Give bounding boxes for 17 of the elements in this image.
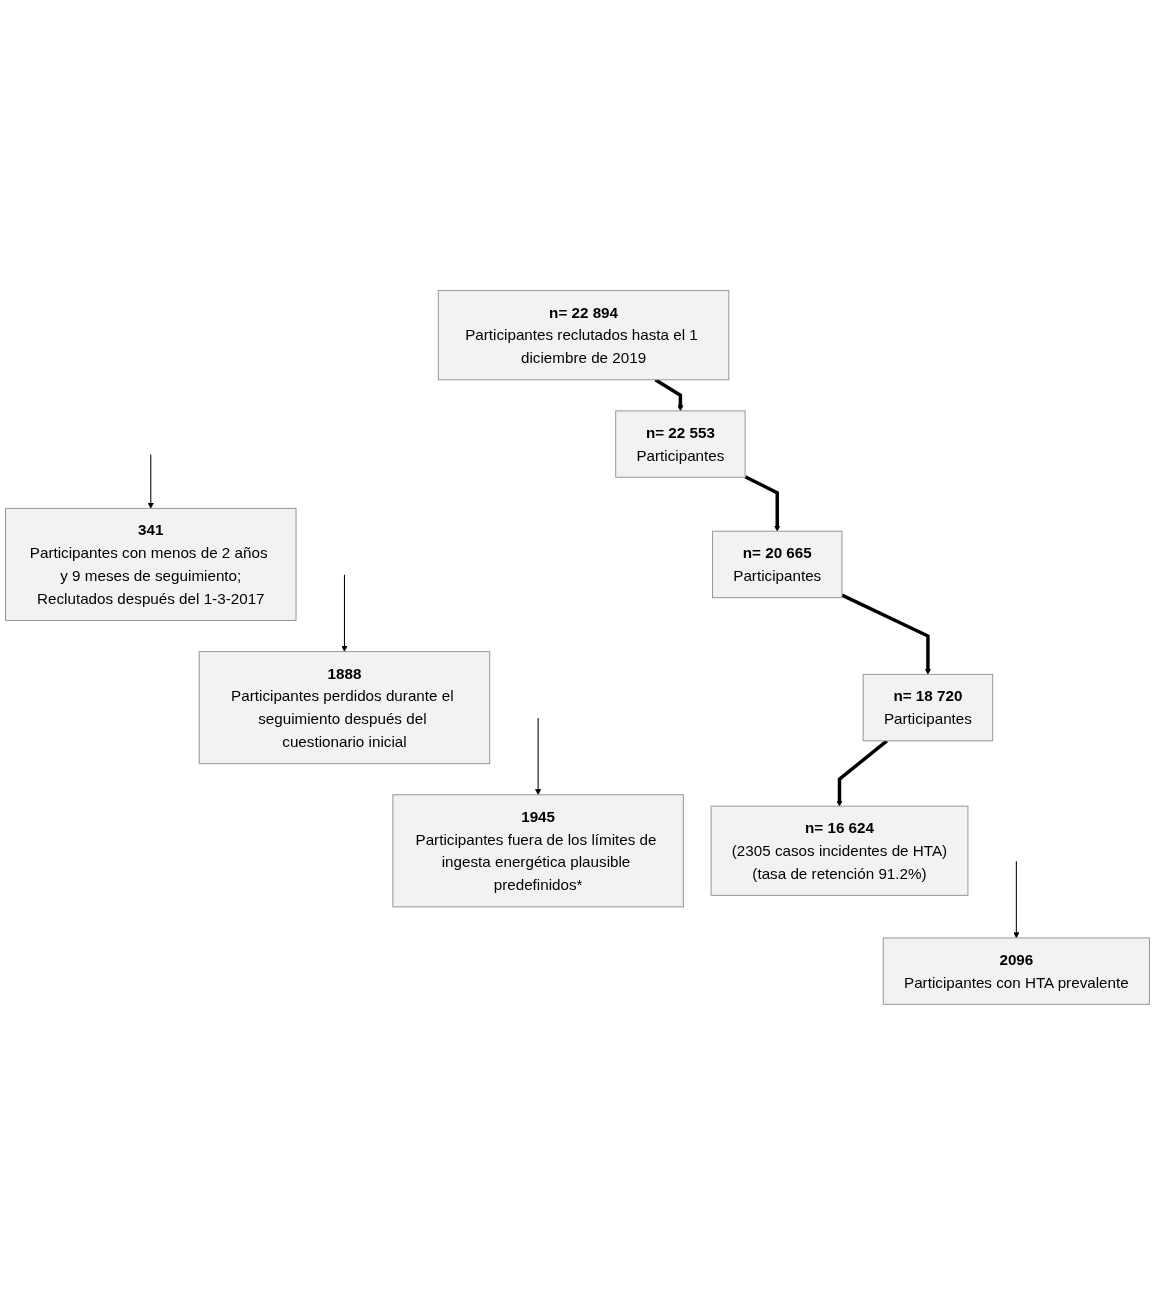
node-box: n= 16 624 (2305 casos incidentes de HTA) (tasa de retención 91.2%) [710,805,969,896]
arrow [147,454,154,509]
arrow [654,378,684,412]
node-box: n= 22 553 Participantes [615,410,746,478]
node-box: 1945 Participantes fuera de los límites de ingesta energética plausible predefinidos* [392,794,684,908]
node-box: n= 20 665 Participantes [712,530,843,599]
node-box: 341 Participantes con menos de 2 años y 9 meses de seguimiento; Reclutados después del 1-3-2017 [5,507,297,622]
node-box: n= 22 894 Participantes reclutados hasta el 1 diciembre de 2019 [437,290,730,381]
arrow [841,593,931,675]
arrow [341,574,348,652]
arrow [836,739,888,807]
arrow [535,717,542,796]
node-box: 2096 Participantes con HTA prevalente [882,937,1150,1005]
arrow [1013,860,1020,939]
node-box: 1888 Participantes perdidos durante el seguimiento después del cuestionario inicial [198,651,491,765]
node-box: n= 18 720 Participantes [862,673,994,742]
arrow [744,475,781,532]
